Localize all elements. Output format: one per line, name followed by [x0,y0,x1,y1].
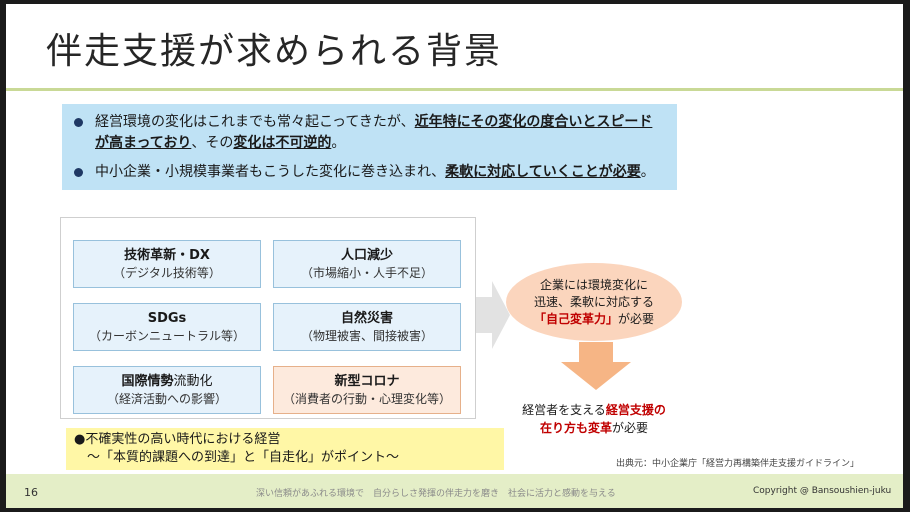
key-point-note: ●不確実性の高い時代における経営 ～「本質的課題への到達」と「自走化」がポイント… [66,428,504,470]
summary-box: 経営環境の変化はこれまでも常々起こってきたが、近年特にその変化の度合いとスピード… [62,104,677,190]
factor-title: 新型コロナ [334,373,400,389]
footer-slogan: 深い信頼があふれる環境で 自分らしさ発揮の伴走力を磨き 社会に活力と感動を与える [256,489,616,499]
factor-technology: 技術革新・DX （デジタル技術等） [73,240,261,288]
callout-highlight: 「自己変革力」 [533,311,618,326]
conclusion-line: 在り方も変革が必要 [504,419,684,437]
slide-title: 伴走支援が求められる背景 [46,31,503,72]
note-line: ●不確実性の高い時代における経営 [74,432,281,447]
factor-title-bold: 国際情勢 [121,373,174,389]
self-reform-callout: 企業には環境変化に 迅速、柔軟に対応する 「自己変革力」が必要 [506,263,682,341]
arrow-right-icon [476,281,510,349]
conclusion-text: 経営者を支える経営支援の 在り方も変革が必要 [504,401,684,437]
conclusion-highlight: 在り方も変革 [539,421,612,435]
factor-title: SDGs [147,310,187,326]
factor-detail: （物理被害、間接被害） [300,328,433,343]
factor-detail: （経済活動への影響） [106,391,227,406]
factor-title-light: 流動化 [173,373,213,389]
factor-grid: 技術革新・DX （デジタル技術等） 人口減少 （市場縮小・人手不足） SDGs … [60,217,476,419]
copyright-text: Copyright @ Bansoushien-juku [753,486,892,496]
callout-line: 企業には環境変化に [539,277,648,292]
slide: 伴走支援が求められる背景 経営環境の変化はこれまでも常々起こってきたが、近年特に… [6,4,903,508]
bullet-emphasis: 柔軟に対応していくことが必要 [445,164,641,180]
factor-title: 技術革新・DX [124,247,210,263]
factor-international: 国際情勢流動化 （経済活動への影響） [73,366,261,414]
bullet-dot-icon [74,168,83,177]
bullet-emphasis: 変化は不可逆的 [233,135,332,151]
bullet-text-part: 中小企業・小規模事業者もこうした変化に巻き込まれ、 [95,164,446,180]
factor-detail: （市場縮小・人手不足） [300,265,433,280]
arrow-down-icon [561,342,631,390]
conclusion-part: が必要 [612,421,649,435]
factor-detail: （カーボンニュートラル等） [88,328,245,343]
conclusion-part: 経営者を支える [522,403,606,417]
bullet-text: 中小企業・小規模事業者もこうした変化に巻き込まれ、柔軟に対応していくことが必要。 [95,162,655,183]
title-divider [6,88,903,91]
factor-title: 国際情勢流動化 [121,373,212,391]
bullet-text-part: 。 [331,135,346,151]
factor-detail: （デジタル技術等） [113,265,221,280]
conclusion-line: 経営者を支える経営支援の [504,401,684,419]
bullet-text-part: 経営環境の変化はこれまでも常々起こってきたが、 [95,114,415,130]
bullet-item: 中小企業・小規模事業者もこうした変化に巻き込まれ、柔軟に対応していくことが必要。 [74,162,665,183]
callout-text: が必要 [618,311,655,326]
bullet-dot-icon [74,118,83,127]
factor-disaster: 自然災害 （物理被害、間接被害） [273,303,461,351]
bullet-emphasis: 近年特にその変化の度合いとスピードが高まっており [95,114,653,151]
factor-population: 人口減少 （市場縮小・人手不足） [273,240,461,288]
factor-title: 自然災害 [340,310,393,326]
slide-footer: 16 深い信頼があふれる環境で 自分らしさ発揮の伴走力を磨き 社会に活力と感動を… [6,474,903,508]
bullet-text-part: 、その [191,135,234,151]
source-citation: 出典元：中小企業庁「経営力再構築伴走支援ガイドライン」 [616,459,860,469]
note-line: ～「本質的課題への到達」と「自走化」がポイント～ [74,450,400,465]
factor-title: 人口減少 [340,247,393,263]
bullet-text: 経営環境の変化はこれまでも常々起こってきたが、近年特にその変化の度合いとスピード… [95,112,665,154]
page-number: 16 [24,486,38,499]
factor-sdgs: SDGs （カーボンニュートラル等） [73,303,261,351]
bullet-item: 経営環境の変化はこれまでも常々起こってきたが、近年特にその変化の度合いとスピード… [74,112,665,154]
factor-detail: （消費者の行動・心理変化等） [282,391,451,406]
conclusion-highlight: 経営支援の [605,403,666,417]
callout-line: 「自己変革力」が必要 [534,311,654,328]
bullet-text-part: 。 [640,164,655,180]
factor-covid: 新型コロナ （消費者の行動・心理変化等） [273,366,461,414]
callout-line: 迅速、柔軟に対応する [533,294,654,309]
